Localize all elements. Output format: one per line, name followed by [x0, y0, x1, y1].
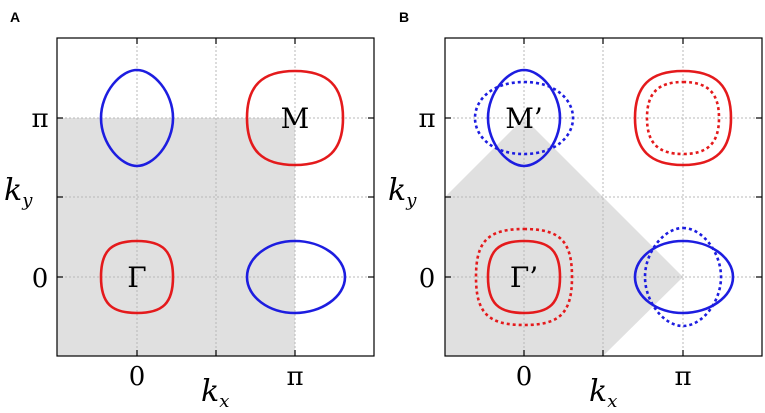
panel-b-ytick-0: 0 — [419, 264, 436, 294]
panel-a-ylabel: ky — [4, 173, 33, 211]
panel-a-hole-pocket-top-left — [99, 68, 175, 168]
panel-a-m-label: M — [281, 102, 310, 135]
panel-b-gamma-prime-label: Γ’ — [510, 261, 538, 294]
panel-a-ytick-pi: π — [31, 104, 48, 134]
panel-b-electron-pocket-gamma-solid — [486, 239, 562, 315]
panel-a-ytick-0: 0 — [32, 264, 49, 294]
panel-b-ylabel: ky — [388, 173, 417, 211]
panel-a-label: A — [10, 9, 20, 25]
panel-a-grid — [57, 38, 374, 356]
panel-b-xtick-pi: π — [674, 362, 691, 392]
panel-b-hole-pocket-m-dotted — [473, 80, 575, 156]
panel-b-xlabel-main: k — [589, 374, 607, 409]
panel-a-electron-pocket-m — [245, 69, 345, 167]
panel-b-ylabel-main: k — [388, 173, 406, 208]
panel-b-shaded-zone — [445, 118, 683, 356]
panel-a-ylabel-main: k — [4, 173, 22, 208]
panel-a-xlabel: kx — [201, 374, 229, 412]
panel-a-shaded-zone — [57, 118, 295, 356]
panel-b-ticks — [445, 38, 762, 356]
panel-b-hole-pocket-bottom-right-dotted — [643, 226, 723, 328]
panel-a-xlabel-sub: x — [219, 391, 229, 412]
panel-b-electron-pocket-gamma-dotted — [474, 227, 574, 327]
panel-b-grid — [445, 38, 762, 356]
panel-b-xlabel-sub: x — [607, 391, 617, 412]
panel-a-gamma-label: Γ — [127, 261, 146, 294]
panel-a-ticks — [57, 38, 374, 356]
panel-b-xlabel: kx — [589, 374, 617, 412]
panel-a-xlabel-main: k — [201, 374, 219, 409]
panel-b: B — [388, 9, 763, 412]
panel-b-ytick-pi: π — [418, 104, 435, 134]
panel-b-hole-pocket-m-solid — [486, 68, 562, 168]
panel-b-electron-pocket-top-right-solid — [633, 69, 733, 167]
panel-a-hole-pocket-bottom-right — [245, 239, 347, 315]
panel-b-hole-pocket-bottom-right-solid — [633, 239, 735, 315]
panel-b-xtick-0: 0 — [516, 362, 533, 392]
panel-a-xtick-0: 0 — [129, 362, 146, 392]
panel-b-label: B — [399, 9, 409, 25]
panel-a-ylabel-sub: y — [21, 190, 33, 211]
panel-a-electron-pocket-gamma — [99, 239, 175, 315]
panel-a: A Γ M 0 — [4, 9, 375, 412]
panel-b-ylabel-sub: y — [405, 190, 417, 211]
panel-b-m-prime-label: M’ — [505, 102, 543, 135]
panel-a-xtick-pi: π — [286, 362, 303, 392]
